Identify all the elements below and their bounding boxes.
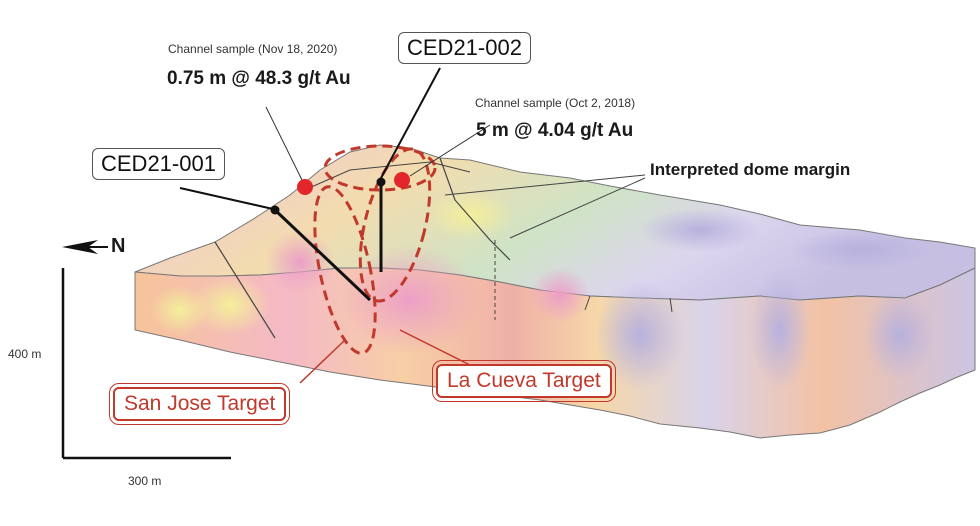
channel-sample-2018-caption: Channel sample (Oct 2, 2018) [475,96,636,110]
channel-sample-2018-dot [394,172,410,188]
north-label: N [111,235,126,257]
vertical-scale-label: 400 m [8,347,42,361]
hole-ced21-002-collar [376,177,386,187]
horizontal-scale-label: 300 m [128,474,162,488]
san-jose-target-label: San Jose Target [108,383,291,425]
hole-ced21-001-collar [270,205,280,215]
san-jose-target-outline [313,185,377,355]
dome-margin-line [214,241,276,339]
hole-ced21-001-trace [273,208,372,302]
hole-ced21-001-label: CED21-001 [92,148,225,180]
la-cueva-target-label: La Cueva Target [432,360,616,402]
hole-ced21-002-label: CED21-002 [398,32,531,64]
channel-sample-2020-dot [297,179,313,195]
channel-sample-2018-value: 5 m @ 4.04 g/t Au [476,120,634,141]
la-cueva-target-outline [358,147,432,303]
north-arrow-icon [62,240,108,254]
channel-sample-2020-caption: Channel sample (Nov 18, 2020) [168,42,338,56]
dome-margin-label: Interpreted dome margin [650,160,851,179]
channel-sample-2020-value: 0.75 m @ 48.3 g/t Au [167,68,351,89]
